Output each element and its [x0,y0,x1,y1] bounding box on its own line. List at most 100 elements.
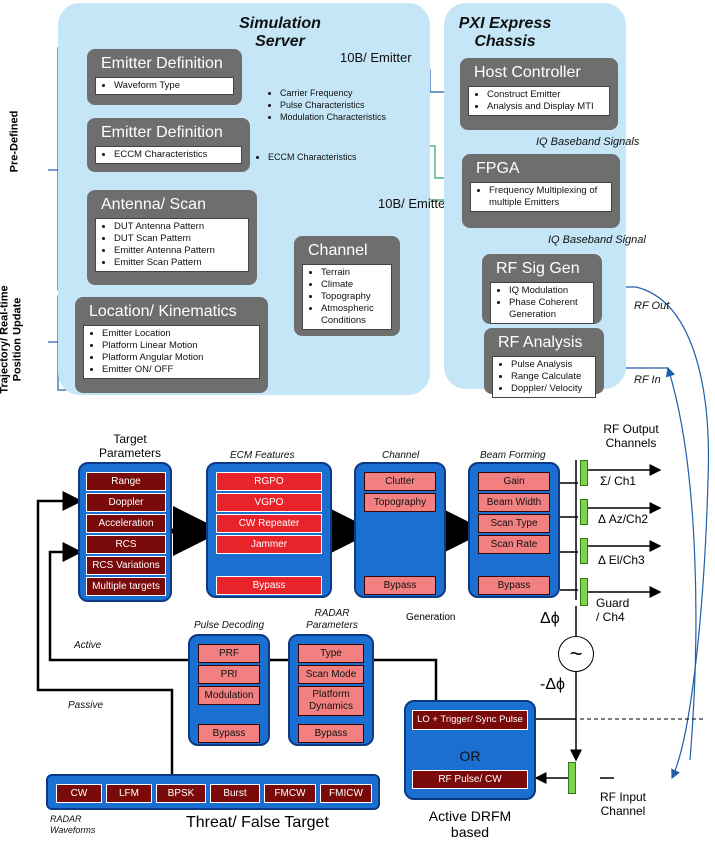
list-item: FMCW [264,784,316,803]
list-item: BPSK [156,784,206,803]
rf-in-label: RF In [634,374,661,386]
rf-sig-gen-box: RF Sig Gen IQ Modulation Phase Coherent … [482,254,602,324]
list-item: Jammer [216,535,322,554]
fpga-box: FPGA Frequency Multiplexing of multiple … [462,154,620,228]
drfm-or-label: OR [459,748,481,764]
list-item: Pulse Analysis [511,359,591,371]
beam-bypass: Bypass [478,576,550,595]
rf-input-bar [568,762,576,794]
location-kinematics-title: Location/ Kinematics [89,303,237,320]
emitter-definition-1: Emitter Definition Waveform Type [87,49,242,105]
list-item: Range [86,472,166,491]
rf-sig-gen-list: IQ Modulation Phase Coherent Generation [490,282,594,324]
emitter-definition-2-list: ECCM Characteristics [95,146,242,164]
pulse-decoding-block: PRF PRI Modulation Bypass [188,634,270,746]
iq-baseband-signal-label: IQ Baseband Signal [548,234,646,246]
predefined-label: Pre-Defined [0,111,70,173]
passive-label: Passive [68,700,104,711]
location-kinematics-list: Emitter Location Platform Linear Motion … [83,325,260,379]
output-ch1-label: Σ/ Ch1 [600,474,637,488]
ecm-features-title: ECM Features [230,450,295,461]
pxi-chassis-title: PXI Express Chassis [458,15,552,50]
pulse-bypass: Bypass [198,724,260,743]
list-item: Burst [210,784,260,803]
phase-minus-label: -Δϕ [540,676,565,693]
list-item: LFM [106,784,152,803]
antenna-scan-title: Antenna/ Scan [101,196,206,213]
list-item: Acceleration [86,514,166,533]
channel-box: Channel Terrain Climate Topography Atmos… [294,236,400,336]
list-item: Topography [364,493,436,512]
iq-baseband-signals-label: IQ Baseband Signals [536,136,640,148]
threat-false-target-label: Threat/ False Target [186,814,329,831]
drfm-rf-item: RF Pulse/ CW [412,770,528,789]
beam-forming-title: Beam Forming [480,450,546,461]
radar-waveforms-block: CW LFM BPSK Burst FMCW FMICW [46,774,380,810]
list-item: Scan Type [478,514,550,533]
list-item: CW Repeater [216,514,322,533]
list-item: FMICW [320,784,372,803]
emitter-definition-1-list: Waveform Type [95,77,234,95]
list-item: Waveform Type [114,80,229,92]
active-label: Active [74,640,102,651]
radar-parameters-title: RADAR Parameters [306,608,358,631]
list-item: Atmospheric Conditions [321,303,387,327]
list-item: Beam Width [478,493,550,512]
output-bar-3 [580,538,588,564]
list-item: PRI [198,665,260,684]
list-item: CW [56,784,102,803]
emitter-definition-1-title: Emitter Definition [101,55,223,72]
list-item: Range Calculate [511,371,591,383]
list-item: Emitter Scan Pattern [114,257,244,269]
oscillator-icon: ~ [558,636,594,672]
rf-output-title: RF Output Channels [603,422,659,450]
predefined-trajectory-label: Pre-Defined Trajectory/ Real-time Positi… [0,285,60,393]
list-item: Topography [321,291,387,303]
list-item: ECCM Characteristics [114,149,237,161]
list-item: RCS [86,535,166,554]
list-item: Emitter Location [102,328,255,340]
list-item: Pulse Characteristics [280,99,418,111]
rf-out-label: RF Out [634,300,670,312]
list-item: RCS Variations [86,556,166,575]
fpga-title: FPGA [476,160,520,177]
drfm-title: Active DRFM based [428,808,512,840]
radar-bypass: Bypass [298,724,364,743]
channel-bypass: Bypass [364,576,436,595]
beam-forming-block: Gain Beam Width Scan Type Scan Rate Bypa… [468,462,560,598]
drfm-block: LO + Trigger/ Sync Pulse OR RF Pulse/ CW [404,700,536,800]
channel-title: Channel [308,242,368,259]
emitter-label-top: 10B/ Emitter [340,50,412,65]
channel-block-title: Channel [382,450,420,461]
channel-list: Terrain Climate Topography Atmospheric C… [302,264,392,330]
host-controller-box: Host Controller Construct Emitter Analys… [460,58,618,130]
list-item: Doppler [86,493,166,512]
output-bar-2 [580,499,588,525]
list-item: Analysis and Display MTI [487,101,605,113]
target-parameters-title: Target Parameters [98,432,162,460]
rf-sig-gen-title: RF Sig Gen [496,260,580,277]
simulation-server-title: Simulation Server [239,15,321,50]
list-item: Gain [478,472,550,491]
list-item: Climate [321,279,387,291]
predefined-text: Pre-Defined [8,110,21,173]
emitter-label-mid: 10B/ Emitter [378,196,450,211]
list-item: Clutter [364,472,436,491]
list-item: IQ Modulation [509,285,589,297]
list-item: Platform Dynamics [298,686,364,716]
phase-plus-label: Δϕ [540,610,560,627]
antenna-scan-list: DUT Antenna Pattern DUT Scan Pattern Emi… [95,218,249,272]
ecm-bypass: Bypass [216,576,322,595]
list-item: Doppler/ Velocity [511,383,591,395]
radar-parameters-block: Type Scan Mode Platform Dynamics Bypass [288,634,374,746]
list-item: Type [298,644,364,663]
list-item: Carrier Frequency [280,87,418,99]
emitter-1-notes: Carrier Frequency Pulse Characteristics … [268,87,418,123]
emitter-2-note: ECCM Characteristics [256,151,396,163]
emitter-definition-2: Emitter Definition ECCM Characteristics [87,118,250,172]
radar-waveforms-label: RADAR Waveforms [50,814,96,835]
output-bar-4 [580,578,588,606]
location-kinematics-box: Location/ Kinematics Emitter Location Pl… [75,297,268,393]
channel-block: Clutter Topography Bypass [354,462,446,598]
list-item: Emitter ON/ OFF [102,364,255,376]
